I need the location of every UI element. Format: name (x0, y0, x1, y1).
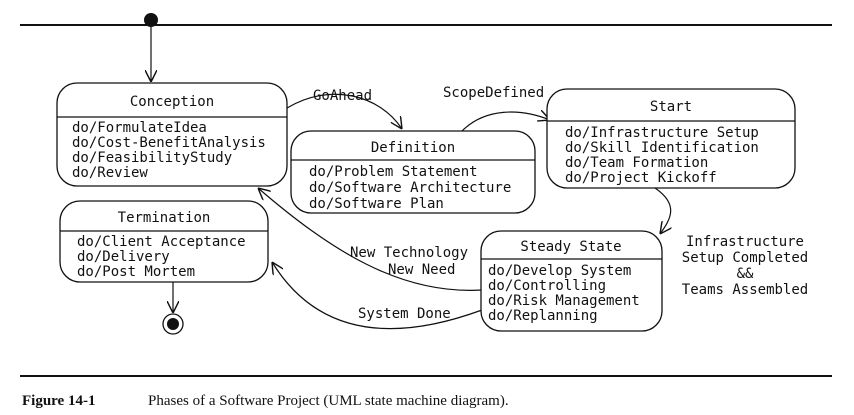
activity: do/Cost-BenefitAnalysis (72, 135, 266, 151)
label-infra-1: Infrastructure (686, 234, 804, 250)
initial-state (144, 13, 158, 27)
state-definition: Definition do/Problem Statement do/Softw… (290, 130, 536, 214)
label-new-tech: New Technology (350, 245, 468, 261)
state-title: Definition (371, 140, 455, 156)
transition-new-tech (258, 188, 483, 291)
label-infra-2: Setup Completed (682, 250, 808, 266)
activity: do/Team Formation (565, 155, 708, 171)
transition-scopedefined (461, 112, 550, 132)
state-title: Termination (118, 210, 211, 226)
transition-system-done (272, 262, 483, 330)
state-termination: Termination do/Client Acceptance do/Deli… (59, 200, 269, 283)
activity: do/Replanning (488, 308, 598, 324)
caption-text: Phases of a Software Project (UML state … (148, 393, 509, 409)
caption-label: Figure 14-1 (22, 393, 95, 409)
activity: do/Skill Identification (565, 140, 759, 156)
transition-infra (654, 187, 671, 234)
label-goahead: GoAhead (313, 88, 372, 104)
state-steady-state: Steady State do/Develop System do/Contro… (480, 230, 663, 332)
state-start: Start do/Infrastructure Setup do/Skill I… (546, 88, 796, 189)
activity: do/Delivery (77, 249, 170, 265)
final-state-dot (167, 318, 179, 330)
activity: do/Client Acceptance (77, 234, 246, 250)
activity: do/Problem Statement (309, 164, 478, 180)
activity: do/Develop System (488, 263, 631, 279)
label-infra-4: Teams Assembled (682, 282, 808, 298)
activity: do/FormulateIdea (72, 120, 207, 136)
activity: do/Infrastructure Setup (565, 125, 759, 141)
transition-goahead (286, 93, 402, 129)
activity: do/Software Architecture (309, 180, 511, 196)
state-title: Conception (130, 94, 214, 110)
state-title: Steady State (520, 239, 621, 255)
label-system-done: System Done (358, 306, 451, 322)
state-conception: Conception do/FormulateIdea do/Cost-Bene… (56, 82, 288, 187)
activity: do/Controlling (488, 278, 606, 294)
activity: do/FeasibilityStudy (72, 150, 232, 166)
activity: do/Review (72, 165, 148, 181)
label-scopedefined: ScopeDefined (443, 85, 544, 101)
activity: do/Post Mortem (77, 264, 195, 280)
activity: do/Project Kickoff (565, 170, 717, 186)
activity: do/Software Plan (309, 196, 444, 212)
activity: do/Risk Management (488, 293, 640, 309)
label-infra-3: && (737, 266, 754, 282)
state-title: Start (650, 99, 692, 115)
label-new-need: New Need (388, 262, 455, 278)
